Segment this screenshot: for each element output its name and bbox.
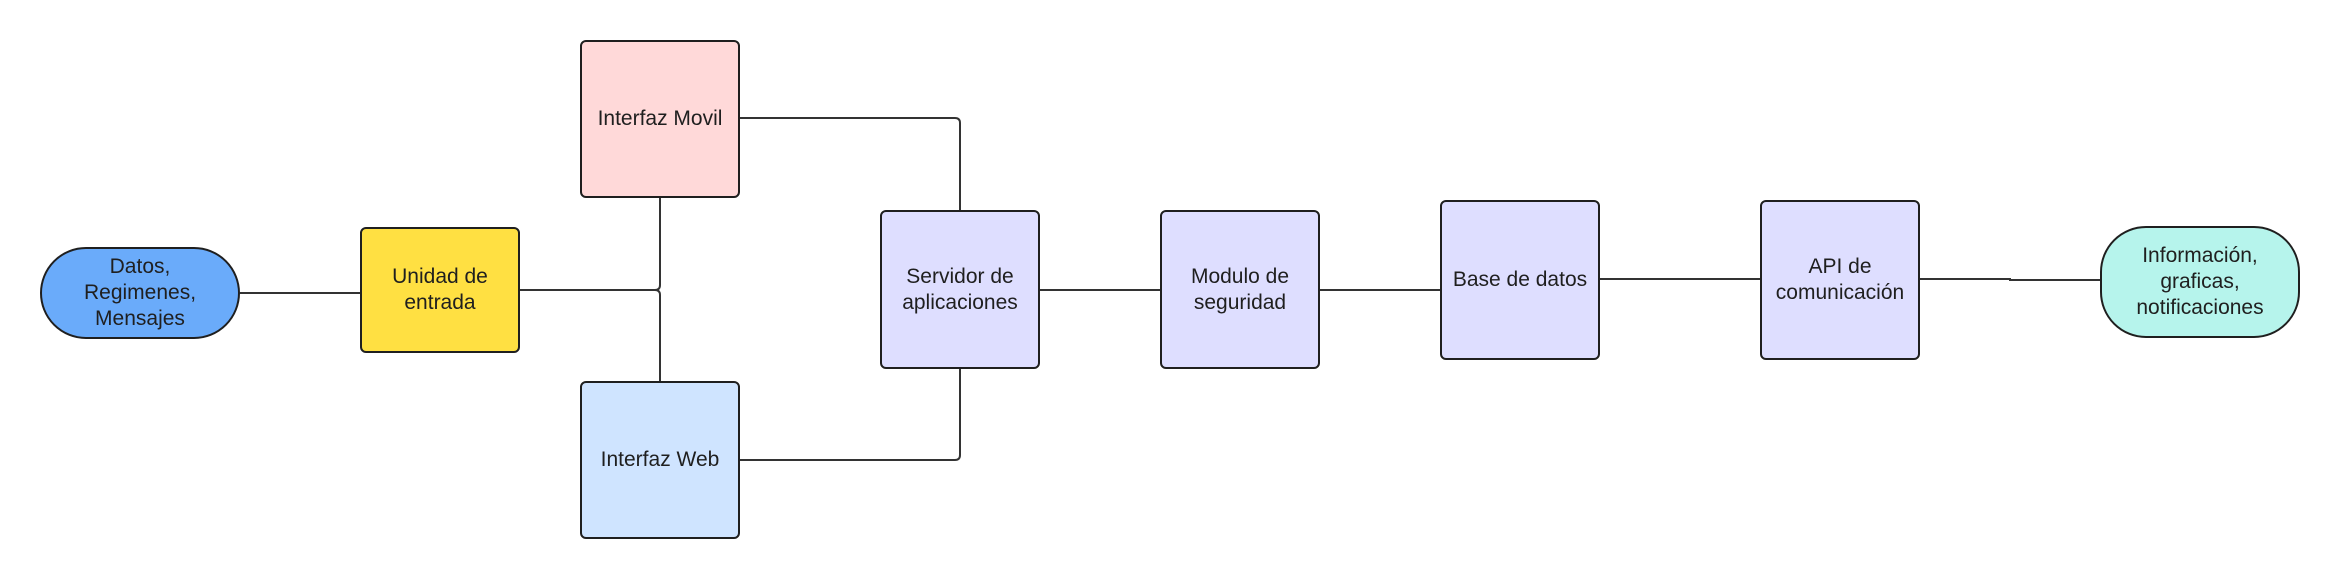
edge-unidad-web <box>654 289 661 382</box>
node-interfaz-movil: Interfaz Movil <box>580 40 740 198</box>
edge-web-servidor <box>740 368 961 461</box>
edge-movil-servidor <box>740 117 961 210</box>
node-servidor-aplicaciones-label: Servidor de aplicaciones <box>902 264 1018 314</box>
node-api-comunicacion-label: API de comunicación <box>1775 255 1905 304</box>
node-unidad-entrada-label: Unidad de entrada <box>392 265 488 314</box>
node-unidad-entrada: Unidad de entrada <box>360 227 520 353</box>
edge-api-info <box>1920 278 2100 281</box>
node-interfaz-movil-label: Interfaz Movil <box>597 107 723 130</box>
node-api-comunicacion: API de comunicación <box>1760 200 1920 360</box>
node-modulo-seguridad-label: Modulo de seguridad <box>1190 264 1290 314</box>
node-informacion: Información, graficas, notificaciones <box>2100 226 2300 338</box>
node-datos: Datos, Regimenes, Mensajes <box>40 247 240 339</box>
node-base-datos: Base de datos <box>1440 200 1600 360</box>
node-servidor-aplicaciones: Servidor de aplicaciones <box>880 210 1040 369</box>
node-interfaz-web-label: Interfaz Web <box>600 448 720 471</box>
node-informacion-label: Información, graficas, notificaciones <box>2136 244 2264 319</box>
edge-unidad-movil <box>520 198 661 291</box>
node-base-datos-label: Base de datos <box>1452 268 1588 291</box>
node-interfaz-web: Interfaz Web <box>580 381 740 539</box>
node-datos-label: Datos, Regimenes, Mensajes <box>83 255 197 330</box>
node-modulo-seguridad: Modulo de seguridad <box>1160 210 1320 369</box>
